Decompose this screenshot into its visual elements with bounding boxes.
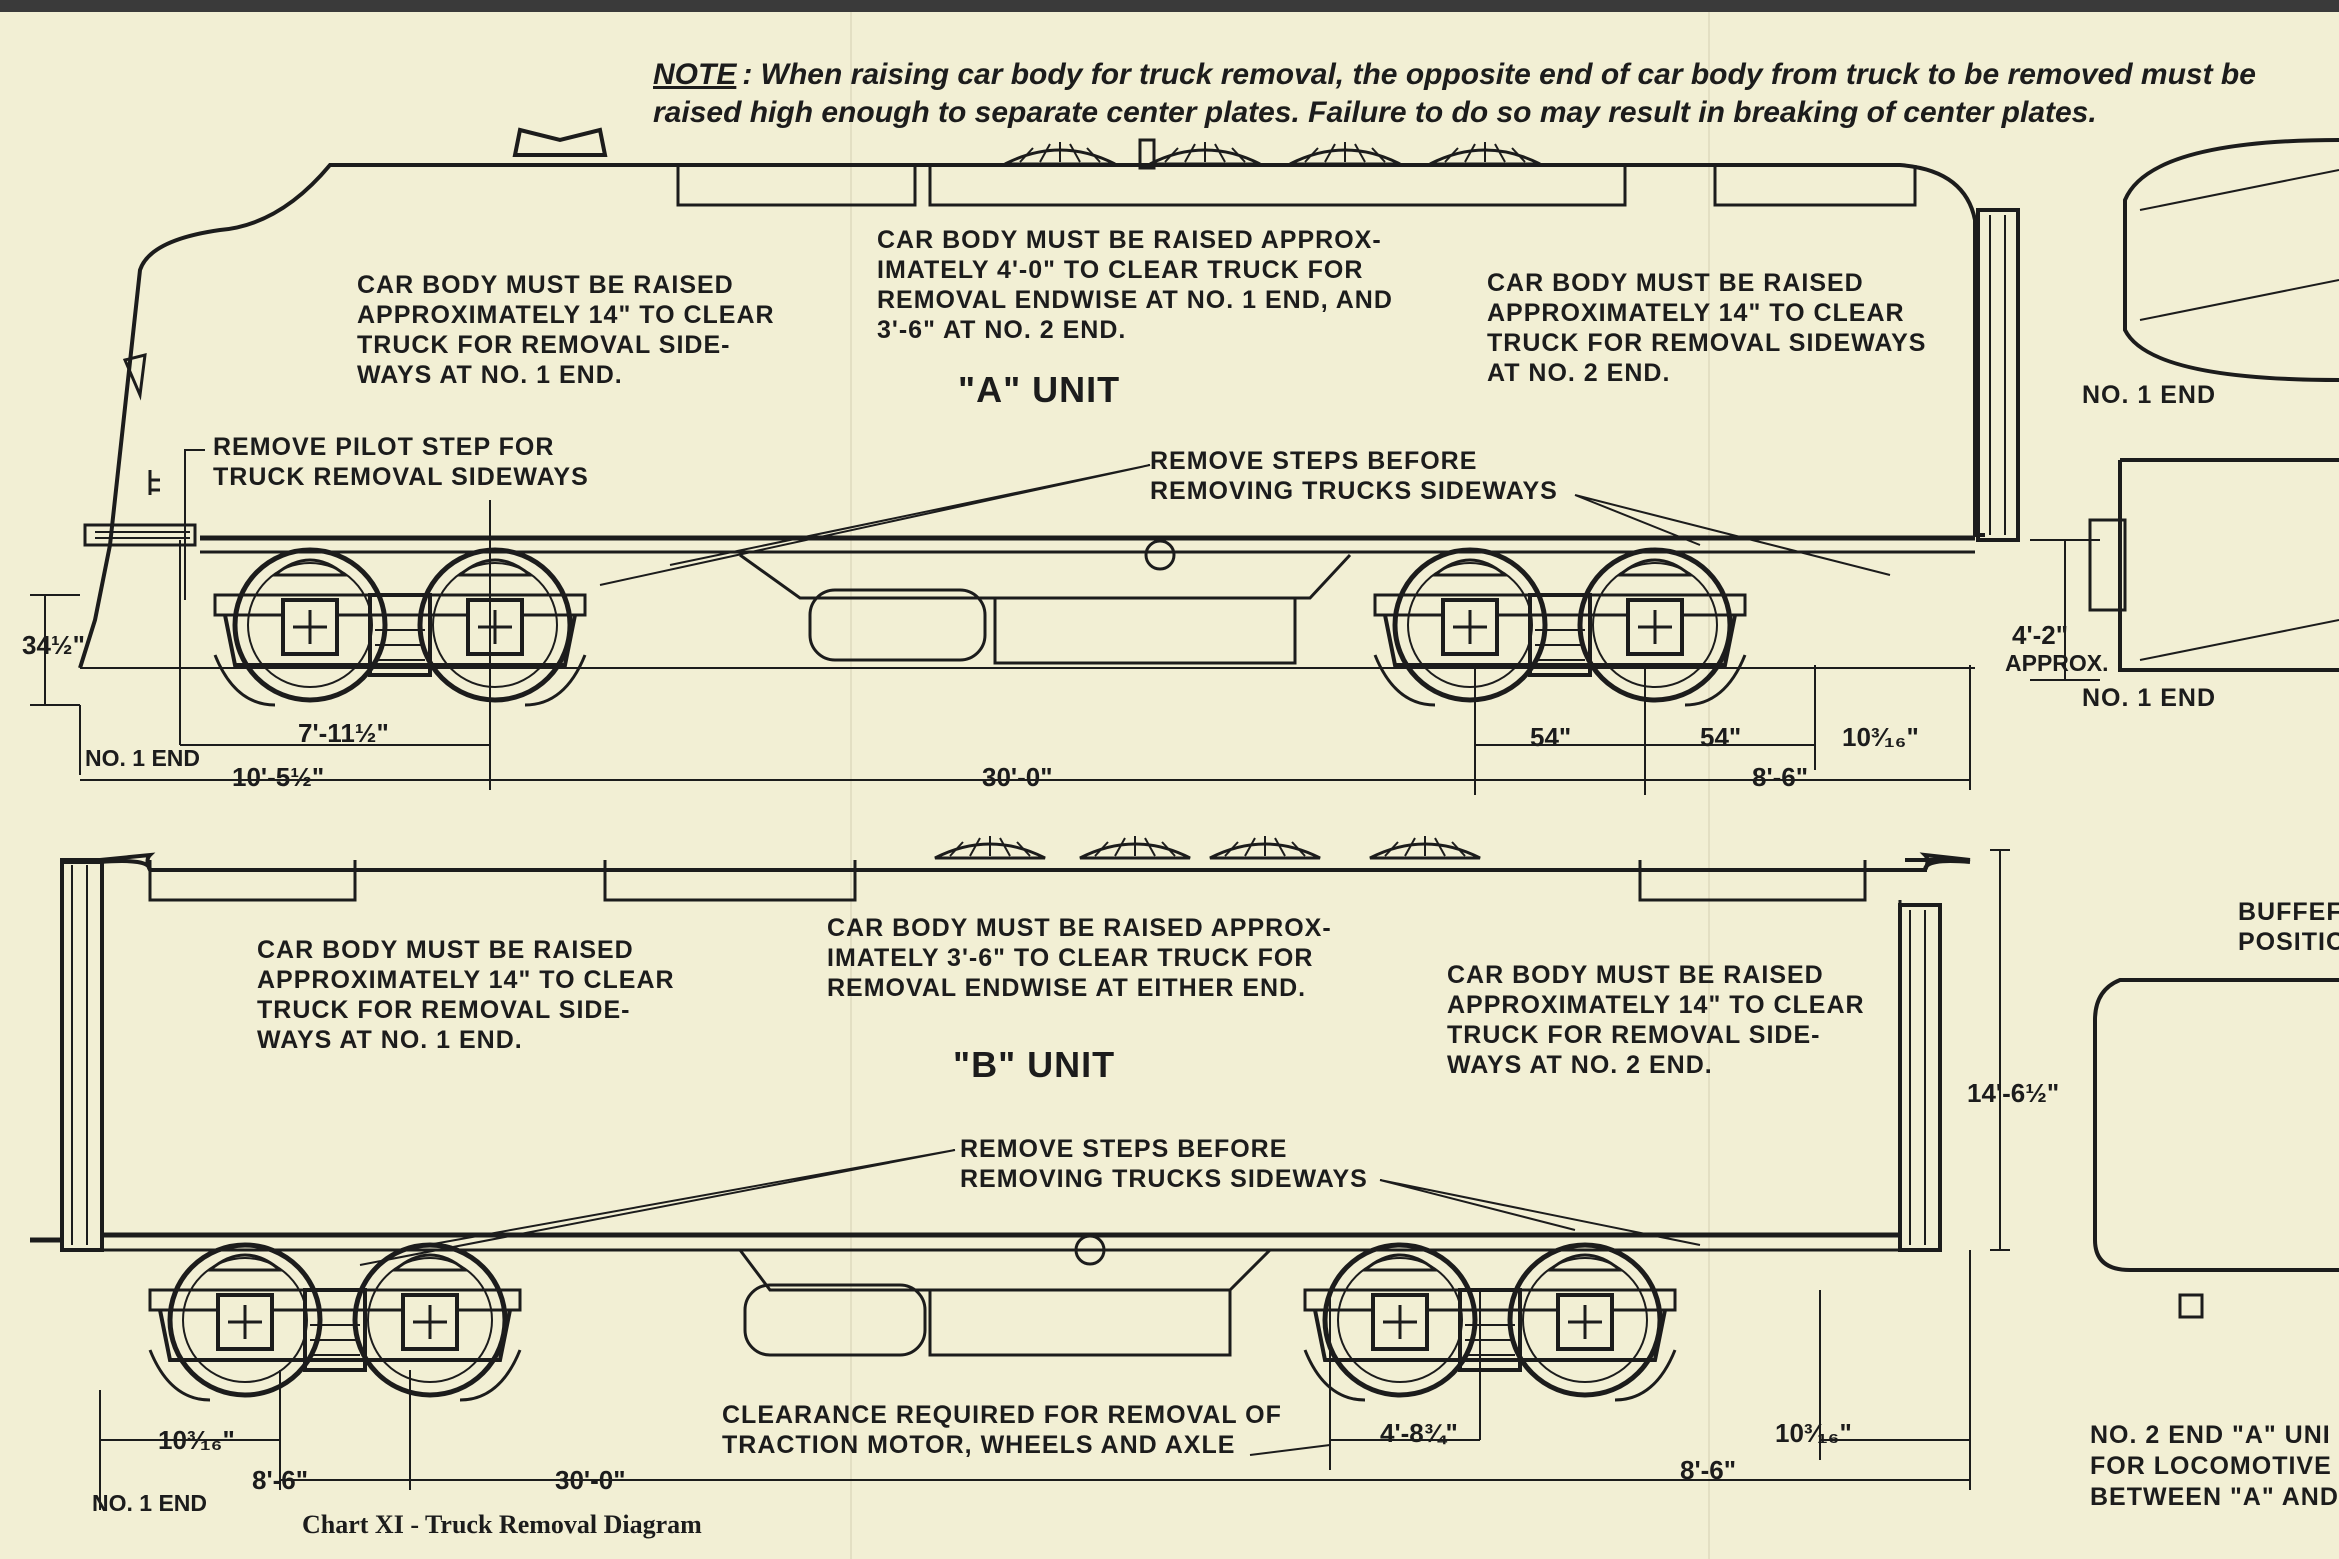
side-panel-drawing (2088, 138, 2339, 1319)
dim-10-3-16-b-left: 10³⁄₁₆" (158, 1425, 235, 1455)
dim-10-3-16-a: 10³⁄₁₆" (1842, 722, 1919, 752)
dim-8-6-a: 8'-6" (1752, 762, 1809, 792)
note-text: NOTE: When raising car body for truck re… (653, 58, 2256, 129)
dim-8-6-b-right: 8'-6" (1680, 1455, 1737, 1485)
dim-30-a: 30'-0" (982, 762, 1053, 792)
a-unit-drawing (78, 127, 2020, 705)
pilot-step-label: REMOVE PILOT STEP FOR TRUCK REMOVAL SIDE… (213, 433, 589, 491)
b-no1-end-label: NO. 1 END (92, 1490, 208, 1516)
dim-8-6-b-left: 8'-6" (252, 1465, 309, 1495)
dim-14-6: 14'-6½" (1967, 1078, 2060, 1108)
b-unit-center-text: CAR BODY MUST BE RAISED APPROX- IMATELY … (827, 914, 1332, 1002)
b-unit-steps-label: REMOVE STEPS BEFORE REMOVING TRUCKS SIDE… (960, 1135, 1368, 1193)
dim-4-2: 4'-2" (2012, 620, 2069, 650)
dim-30-b: 30'-0" (555, 1465, 626, 1495)
a-unit-left-text: CAR BODY MUST BE RAISED APPROXIMATELY 14… (357, 271, 775, 389)
b-unit-left-text: CAR BODY MUST BE RAISED APPROXIMATELY 14… (257, 936, 675, 1054)
coupler-height-dim: 34½" (22, 630, 85, 660)
leader-lines (184, 449, 1891, 1266)
clearance-label: CLEARANCE REQUIRED FOR REMOVAL OF TRACTI… (722, 1401, 1282, 1459)
dim-54-b: 54" (1700, 722, 1742, 752)
chart-caption: Chart XI - Truck Removal Diagram (302, 1510, 702, 1539)
a-unit-right-text: CAR BODY MUST BE RAISED APPROXIMATELY 14… (1487, 269, 1927, 387)
dim-approx: APPROX. (2005, 650, 2109, 676)
dim-4-8: 4'-8¾" (1380, 1418, 1458, 1448)
dim-10-3-16-b-right: 10³⁄₁₆" (1775, 1418, 1852, 1448)
dimension-lines (30, 500, 2100, 1510)
a-unit-steps-label: REMOVE STEPS BEFORE REMOVING TRUCKS SIDE… (1150, 447, 1558, 505)
page-fold (850, 12, 852, 1559)
b-unit-title: "B" UNIT (953, 1044, 1116, 1085)
dim-54-a: 54" (1530, 722, 1572, 752)
side-no1-end-top: NO. 1 END (2082, 381, 2217, 409)
side-no1-end-mid: NO. 1 END (2082, 684, 2217, 712)
dim-7-11: 7'-11½" (298, 718, 389, 748)
dim-10-5: 10'-5½" (232, 762, 325, 792)
b-unit-right-text: CAR BODY MUST BE RAISED APPROXIMATELY 14… (1447, 961, 1865, 1079)
side-no2-end-label: NO. 2 END "A" UNI FOR LOCOMOTIVE BETWEEN… (2090, 1421, 2339, 1511)
b-unit-drawing (30, 834, 1971, 1400)
page-fold (1708, 12, 1710, 1559)
a-unit-center-text: CAR BODY MUST BE RAISED APPROX- IMATELY … (877, 226, 1393, 344)
side-buffer-label: BUFFEF POSITIC (2238, 898, 2339, 956)
top-dark-edge (0, 0, 2339, 12)
a-unit-title: "A" UNIT (958, 369, 1121, 410)
a-no1-end-label: NO. 1 END (85, 745, 201, 771)
